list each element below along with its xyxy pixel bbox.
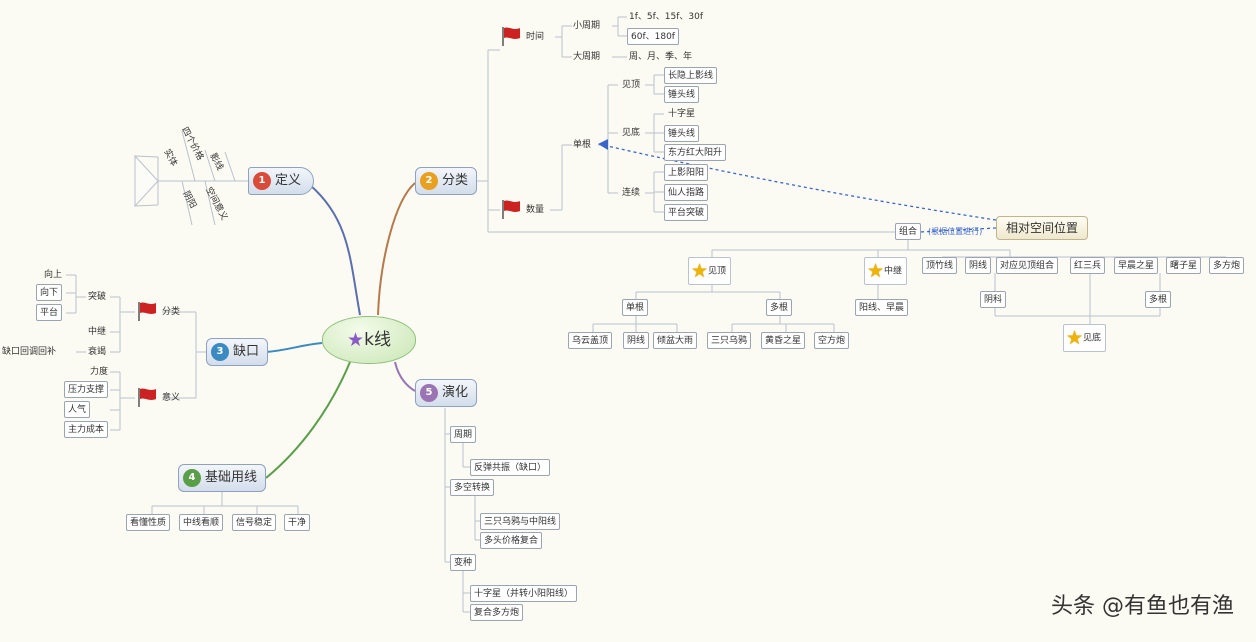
evolve-g2-node[interactable]: 多空转换 <box>450 479 495 496</box>
base-item-4[interactable]: 干净 <box>284 514 311 531</box>
topic-evolve[interactable]: 5 演化 <box>415 379 478 407</box>
single-b-label: 见底 <box>622 128 641 138</box>
time-small-label: 小周期 <box>573 21 601 31</box>
gap-meaning-2[interactable]: 压力支撑 <box>64 381 109 398</box>
top-sub1-item-3[interactable]: 倾盆大雨 <box>653 332 698 349</box>
footer-watermark: 头条 @有鱼也有渔 <box>1051 594 1234 619</box>
combo-node[interactable]: 组合 <box>895 223 922 240</box>
top-sub2-item-3[interactable]: 空方炮 <box>814 332 850 349</box>
number-2-icon: 2 <box>420 171 438 190</box>
topic-base[interactable]: 4 基础用线 <box>178 464 267 492</box>
star-top-node[interactable]: ★见顶 <box>688 257 732 285</box>
mid-list-item-1[interactable]: 顶竹线 <box>922 257 958 274</box>
mid-list-item-4[interactable]: 红三兵 <box>1070 257 1106 274</box>
single-b-item-3[interactable]: 东方红大阳升 <box>664 144 727 161</box>
purple-star-icon: ★ <box>347 329 365 351</box>
topic-evolve-label: 演化 <box>442 385 469 400</box>
star-bottom-node[interactable]: ★见底 <box>1063 324 1107 352</box>
evolve-g1-node[interactable]: 周期 <box>450 426 477 443</box>
topic-define-label: 定义 <box>275 173 302 188</box>
topic-gap-label: 缺口 <box>233 344 260 359</box>
red-flag-icon <box>138 388 156 407</box>
top-sub1-item-2[interactable]: 阴线 <box>623 332 650 349</box>
gap-direction-label: 突破 <box>88 292 107 302</box>
number-1-icon: 1 <box>253 171 271 190</box>
central-topic[interactable]: ★k线 <box>322 316 416 364</box>
mid-list-item-5[interactable]: 早晨之星 <box>1114 257 1159 274</box>
mid-item[interactable]: 阳线、早晨 <box>855 299 909 316</box>
mid-list-item-7[interactable]: 多方炮 <box>1209 257 1245 274</box>
time-small-value-2[interactable]: 60f、180f <box>627 28 679 45</box>
single-c-label: 连续 <box>622 188 641 198</box>
evolve-g1-item[interactable]: 反弹共振（缺口） <box>470 459 551 476</box>
top-sub1-item-1[interactable]: 乌云盖顶 <box>568 332 613 349</box>
gap-mid-label: 中继 <box>88 327 107 337</box>
time-big-value: 周、月、季、年 <box>629 52 693 62</box>
star-top-label: 见顶 <box>708 266 727 277</box>
mid-list-item-6[interactable]: 曙子星 <box>1166 257 1202 274</box>
single-a-label: 见顶 <box>622 80 641 90</box>
single-b-item-1: 十字星 <box>668 109 696 119</box>
mid-sub2-node[interactable]: 多根 <box>1145 291 1172 308</box>
gap-direction-up: 向上 <box>44 270 63 280</box>
evolve-g3-item-1[interactable]: 十字星（并转小阳阳线） <box>470 585 578 602</box>
time-small-value-1: 1f、5f、15f、30f <box>629 12 704 22</box>
number-5-icon: 5 <box>420 383 438 402</box>
single-label: 单根 <box>573 140 592 150</box>
time-label: 时间 <box>526 32 545 42</box>
gap-meaning-4[interactable]: 主力成本 <box>64 421 109 438</box>
mid-list-item-2[interactable]: 阴线 <box>965 257 992 274</box>
topic-classify-label: 分类 <box>442 173 469 188</box>
mid-sub1-node[interactable]: 阴科 <box>980 291 1007 308</box>
single-c-item-2[interactable]: 仙人指路 <box>664 184 709 201</box>
gap-meaning-label: 意义 <box>162 393 181 403</box>
top-sub2-node[interactable]: 多根 <box>766 299 793 316</box>
evolve-g3-item-2[interactable]: 复合多方炮 <box>470 604 524 621</box>
star-mid-node[interactable]: ★中继 <box>864 257 908 285</box>
red-flag-icon <box>502 27 520 46</box>
single-c-item-3[interactable]: 平台突破 <box>664 204 709 221</box>
base-item-2[interactable]: 中线看顺 <box>179 514 224 531</box>
top-sub2-item-2[interactable]: 黄昏之星 <box>761 332 806 349</box>
topic-classify[interactable]: 2 分类 <box>415 167 478 195</box>
gap-direction-flat[interactable]: 平台 <box>36 304 63 321</box>
central-label: k线 <box>364 330 391 350</box>
relative-position-node[interactable]: 相对空间位置 <box>996 216 1088 240</box>
gap-exhaust-label: 衰竭 <box>88 347 107 357</box>
evolve-g3-node[interactable]: 变种 <box>450 554 477 571</box>
gap-meaning-3[interactable]: 人气 <box>64 401 91 418</box>
mid-list-item-3[interactable]: 对应见顶组合 <box>996 257 1059 274</box>
relation-note: (根据位置进行) <box>928 227 983 236</box>
number-4-icon: 4 <box>183 468 201 487</box>
gap-direction-down[interactable]: 向下 <box>36 284 63 301</box>
evolve-g2-item-1[interactable]: 三只乌鸦与中阳线 <box>480 513 561 530</box>
single-a-item-1[interactable]: 长隐上影线 <box>664 67 718 84</box>
gap-exhaust-item: 缺口回调回补 <box>2 347 57 357</box>
single-a-item-2[interactable]: 锤头线 <box>664 86 700 103</box>
count-label: 数量 <box>526 205 545 215</box>
star-icon: ★ <box>1066 327 1084 349</box>
topic-base-label: 基础用线 <box>205 470 258 485</box>
single-c-item-1[interactable]: 上影阳阳 <box>664 164 709 181</box>
star-icon: ★ <box>867 260 885 282</box>
single-b-item-2[interactable]: 锤头线 <box>664 125 700 142</box>
gap-meaning-1: 力度 <box>90 367 109 377</box>
time-big-label: 大周期 <box>573 52 601 62</box>
gap-classify-label: 分类 <box>162 307 181 317</box>
topic-define[interactable]: 1 定义 <box>248 167 314 195</box>
red-flag-icon <box>502 200 520 219</box>
evolve-g2-item-2[interactable]: 多头价格复合 <box>480 532 543 549</box>
star-icon: ★ <box>691 260 709 282</box>
top-sub1-node[interactable]: 单根 <box>622 299 649 316</box>
base-item-1[interactable]: 看懂性质 <box>126 514 171 531</box>
topic-gap[interactable]: 3 缺口 <box>206 338 269 366</box>
red-flag-icon <box>138 302 156 321</box>
top-sub2-item-1[interactable]: 三只乌鸦 <box>707 332 752 349</box>
number-3-icon: 3 <box>211 342 229 361</box>
star-mid-label: 中继 <box>884 266 903 277</box>
base-item-3[interactable]: 信号稳定 <box>232 514 277 531</box>
star-bottom-label: 见底 <box>1083 333 1102 344</box>
